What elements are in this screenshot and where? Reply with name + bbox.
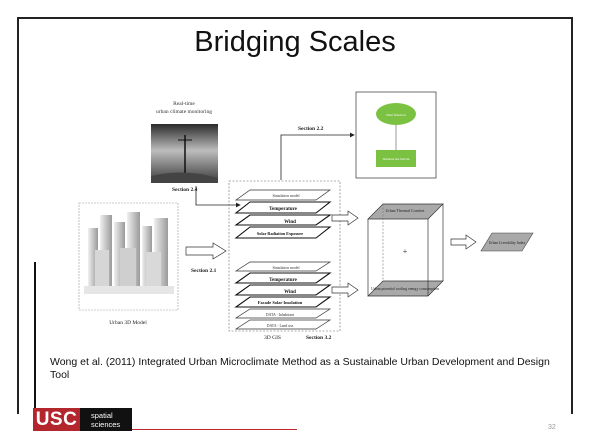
section-2-1-label: Section 2.1 [191,268,217,274]
photo-label-line1: Real-time [173,101,195,107]
footer-rule [132,429,297,430]
logo-sub-line1: spatial [91,411,113,420]
lower-layer-5: DATA - Inhabitant [266,313,295,317]
lower-layer-6: DATA - Land use [267,324,294,328]
upper-layer-stack [234,189,332,239]
left-accent-rule [34,262,36,412]
gis-to-cube-arrow-top [331,210,359,226]
output-label: Urban Liveability Index [489,241,526,245]
section-3-2-label: Section 3.2 [306,335,332,341]
gis-caption: 3D GIS [264,335,281,341]
citation-caption: Wong et al. (2011) Integrated Urban Micr… [50,356,550,381]
result-cube [367,203,444,297]
urban-model-caption: Urban 3D Model [109,320,147,326]
cube-top-label: Urban Thermal Comfort [385,208,425,213]
slide-title: Bridging Scales [194,26,396,58]
section-2-4-label: Section 2.4 [172,187,198,193]
lower-layer-3: Wind [284,290,296,295]
lower-layer-1: Simulation model [272,266,299,270]
output-parallelogram [480,232,534,252]
upper-layer-4: Solar Radiation Exposure [257,231,303,236]
page-number: 32 [548,424,556,431]
photo-label-line2: urban climate monitoring [156,109,212,115]
usc-logo: USC [33,408,80,431]
logo-sub-line2: sciences [91,420,121,429]
gis-to-flowchart-arrow [280,132,355,180]
cube-bottom-label: Urban potential cooling energy consumpti… [371,287,439,291]
spatial-sciences-logo: spatial sciences [80,408,132,431]
section-2-2-label: Section 2.2 [298,126,324,132]
photo-to-gis-arrow [195,186,241,208]
lower-layer-4: Facade Solar Insolation [258,300,303,305]
upper-layer-3: Wind [284,220,296,225]
gis-to-cube-arrow-bottom [331,282,359,298]
flowchart-bottom-label: Simulate the Terrain [383,157,410,161]
lower-layer-2: Temperature [269,278,298,283]
urban-model-image [84,212,174,294]
lower-layer-stack [234,261,332,330]
slide-border-left [17,17,19,414]
slide-border-top [17,17,573,19]
upper-layer-1: Simulation model [272,194,299,198]
cube-plus: + [403,247,408,256]
model-to-gis-arrow [185,242,227,260]
gis-container [228,180,341,332]
upper-layer-2: Temperature [269,207,298,212]
flowchart-process-node [376,150,416,167]
monitoring-photo [151,124,218,183]
cube-to-output-arrow [450,234,477,250]
flowchart-top-label: Heat function [386,113,405,117]
slide-border-right [571,17,573,414]
flowchart-start-node [376,103,416,125]
